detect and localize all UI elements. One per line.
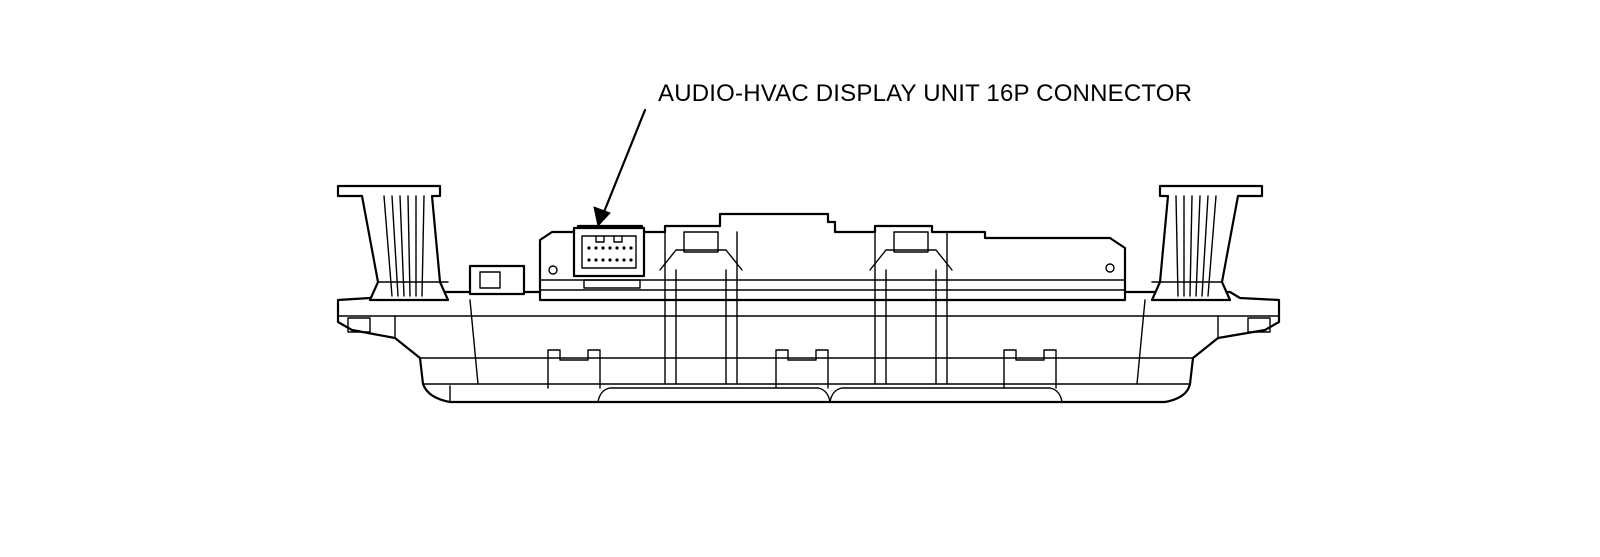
16p-connector	[572, 226, 646, 289]
left-bracket	[468, 264, 526, 296]
connector-callout-label: AUDIO-HVAC DISPLAY UNIT 16P CONNECTOR	[658, 80, 1193, 107]
lower-housing	[336, 290, 1281, 404]
right-knob	[1150, 184, 1264, 302]
left-knob	[336, 184, 450, 302]
connector-pins	[587, 246, 633, 262]
leader-arrow	[593, 108, 647, 228]
